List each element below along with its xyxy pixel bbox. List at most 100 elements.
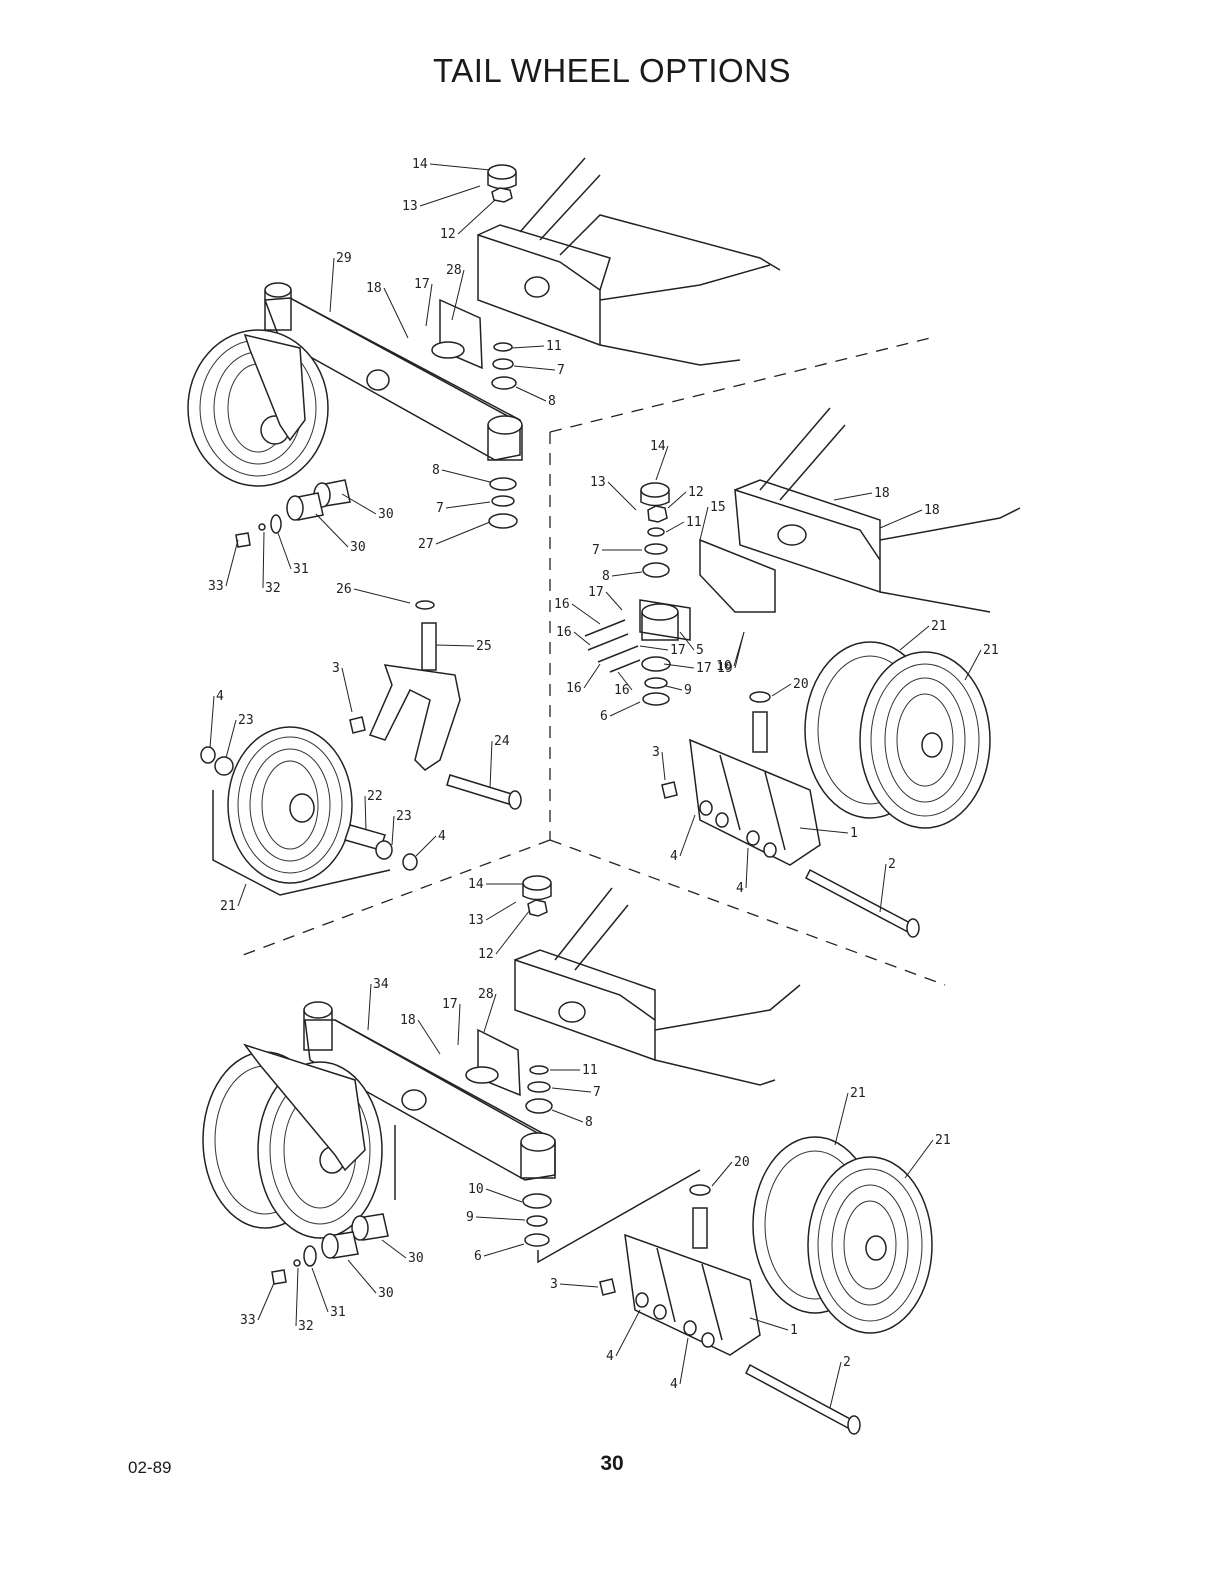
callout-18: 18 [400,1013,416,1028]
cap-14-right [641,483,669,497]
callout-leader [442,470,490,482]
callout-11: 11 [686,515,702,530]
callout-20: 20 [734,1155,750,1170]
callout-8: 8 [585,1115,593,1130]
lower-assembly [203,876,932,1434]
axle-bolt-2-lower [746,1365,852,1428]
callout-17: 17 [696,661,712,676]
nut-3-upper [350,717,365,733]
callout-13: 13 [468,913,484,928]
callout-leader [616,1310,640,1356]
callout-14: 14 [468,877,484,892]
callout-leader [835,1093,848,1145]
wheel-21-upper-left [228,727,352,883]
callout-leader [458,1004,460,1045]
callout-leader [416,836,436,856]
nut-3-right [662,782,677,798]
callout-16: 16 [614,683,630,698]
callout-24: 24 [494,734,510,749]
callout-leader [612,572,642,576]
callout-leader [965,650,981,680]
callout-4: 4 [438,829,446,844]
callout-30: 30 [378,507,394,522]
callout-34: 34 [373,977,389,992]
callout-8: 8 [602,569,610,584]
right-assembly [585,408,1020,937]
callout-leader [226,720,236,758]
callout-10: 10 [468,1182,484,1197]
callout-4: 4 [736,881,744,896]
callout-21: 21 [850,1086,866,1101]
callout-leader [712,1162,732,1186]
callout-leader [342,494,376,514]
callout-31: 31 [330,1305,346,1320]
fork-1-lower [625,1208,760,1355]
callout-leader [436,645,474,646]
dual-wheels-21-lower [753,1137,932,1333]
callout-leader [772,684,791,696]
callout-3: 3 [550,1277,558,1292]
callout-leader [312,1268,328,1312]
callout-14: 14 [650,439,666,454]
callout-leader [830,1362,841,1408]
bearings-upper [236,480,350,547]
callout-17: 17 [414,277,430,292]
callout-4: 4 [670,1377,678,1392]
callout-32: 32 [265,581,281,596]
callout-leader [368,984,371,1030]
callout-leader [666,686,682,690]
callout-7: 7 [436,501,444,516]
callout-leader [382,1240,406,1258]
callout-7: 7 [557,363,565,378]
callout-6: 6 [600,709,608,724]
callout-12: 12 [688,485,704,500]
callout-4: 4 [606,1349,614,1364]
callout-leader [606,592,622,610]
callout-leader [900,626,929,650]
callout-leader [905,1140,933,1178]
callout-8: 8 [548,394,556,409]
callout-leader [584,664,600,688]
callout-leader [430,164,490,170]
callout-4: 4 [670,849,678,864]
callout-17: 17 [442,997,458,1012]
fork-1-right [690,712,820,865]
callout-12: 12 [478,947,494,962]
callout-17: 17 [588,585,604,600]
callout-leader [330,258,334,312]
callout-leader [512,346,544,348]
callout-leader [316,514,348,547]
callout-28: 28 [446,263,462,278]
callout-leader [880,510,922,528]
callout-3: 3 [652,745,660,760]
callout-23: 23 [396,809,412,824]
callout-31: 31 [293,562,309,577]
callout-16: 16 [556,625,572,640]
callout-32: 32 [298,1319,314,1334]
callout-leader [484,1244,524,1256]
axle-bolt-2-right [806,870,912,932]
callout-16: 16 [566,681,582,696]
callout-leader [608,482,636,510]
callout-1: 1 [790,1323,798,1338]
callout-leader [574,632,590,645]
callout-30: 30 [350,540,366,555]
callout-13: 13 [402,199,418,214]
callout-leader [572,604,600,624]
callout-leader [342,668,352,712]
callout-30: 30 [378,1286,394,1301]
callout-leader [258,1283,274,1320]
callout-leader [226,540,238,586]
mower-frame-upper [478,158,780,365]
callout-leader [552,1110,583,1122]
callout-20: 20 [793,677,809,692]
callout-leader [354,589,410,603]
callout-leader [278,533,291,569]
callout-leader [496,910,530,954]
callout-12: 12 [440,227,456,242]
callout-21: 21 [220,899,236,914]
callout-leader [490,741,492,788]
callout-7: 7 [592,543,600,558]
callout-leader [436,522,490,544]
